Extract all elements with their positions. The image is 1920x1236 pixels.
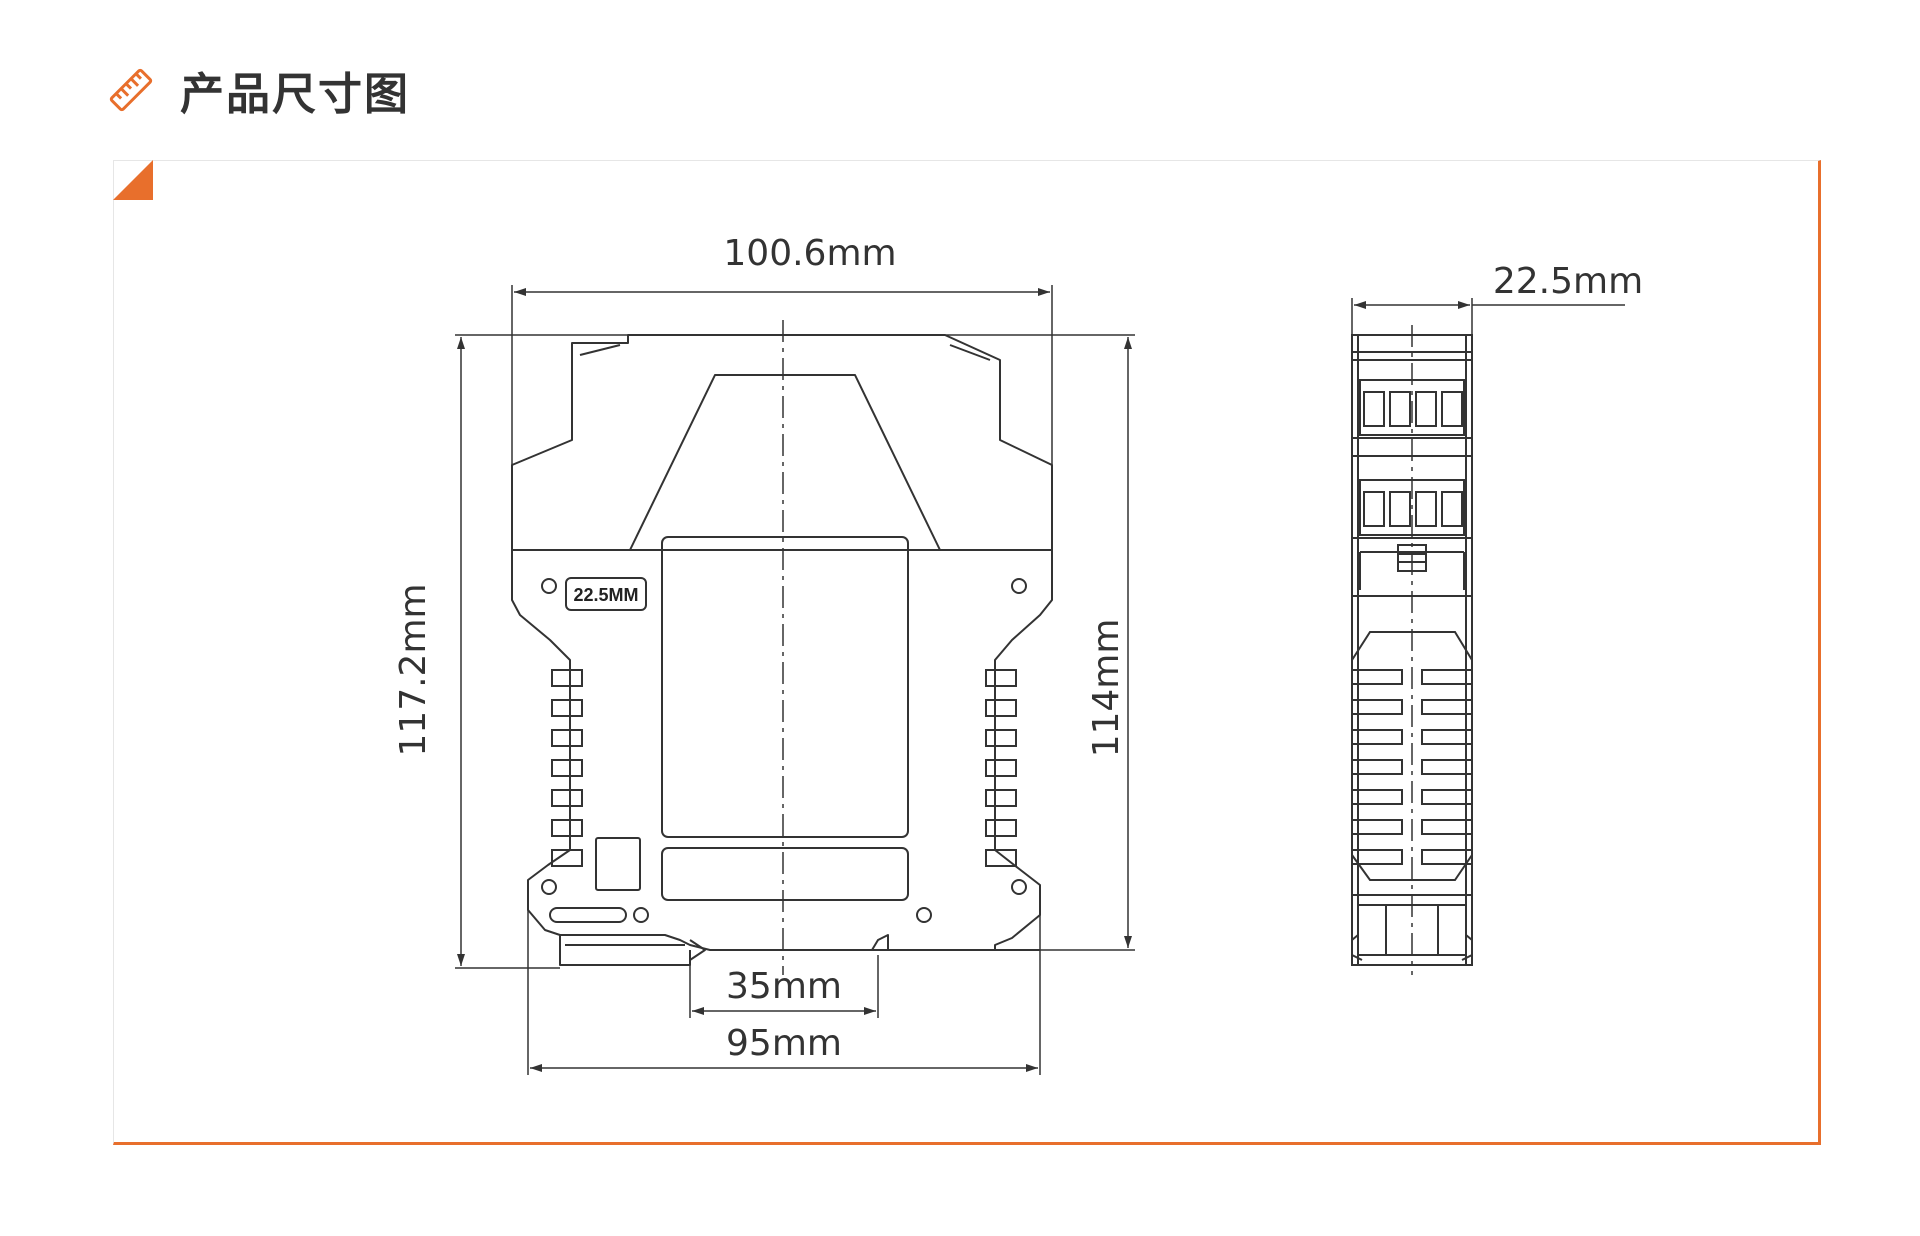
dim-rail-width bbox=[689, 955, 879, 1018]
drawing-panel bbox=[113, 160, 1821, 1145]
left-terminal-slots bbox=[551, 669, 583, 867]
screw-hole bbox=[1011, 879, 1027, 895]
dim-overall-height bbox=[455, 334, 945, 969]
screw-hole bbox=[1011, 578, 1027, 594]
section-header: 产品尺寸图 bbox=[108, 60, 410, 120]
dim-overall-width-label: 100.6mm bbox=[723, 233, 896, 274]
label-window bbox=[661, 536, 909, 838]
screw-hole bbox=[633, 907, 649, 923]
screw-hole bbox=[541, 578, 557, 594]
page-title: 产品尺寸图 bbox=[180, 69, 410, 120]
latch-slot bbox=[549, 907, 627, 923]
label-strip bbox=[661, 847, 909, 901]
front-view bbox=[511, 334, 1053, 966]
ruler-icon bbox=[108, 67, 154, 113]
dim-overall-width bbox=[511, 285, 1053, 465]
width-badge-text: 22.5MM bbox=[573, 585, 638, 605]
housing-outline bbox=[511, 334, 1053, 951]
dim-side-width bbox=[1351, 298, 1625, 335]
dim-base-width-label: 95mm bbox=[726, 1023, 842, 1064]
corner-accent bbox=[113, 160, 153, 200]
side-view bbox=[1351, 334, 1473, 966]
dim-rail-width-label: 35mm bbox=[726, 966, 842, 1007]
dim-base-width bbox=[527, 910, 1041, 1075]
dim-body-height-label: 114mm bbox=[1086, 619, 1127, 758]
led-window bbox=[595, 837, 641, 891]
width-badge bbox=[565, 577, 647, 611]
dim-overall-height-label: 117.2mm bbox=[393, 583, 434, 756]
dim-body-height bbox=[945, 334, 1135, 951]
screw-hole bbox=[541, 879, 557, 895]
screw-hole bbox=[916, 907, 932, 923]
right-terminal-slots bbox=[985, 669, 1017, 867]
dim-side-width-label: 22.5mm bbox=[1493, 261, 1643, 302]
